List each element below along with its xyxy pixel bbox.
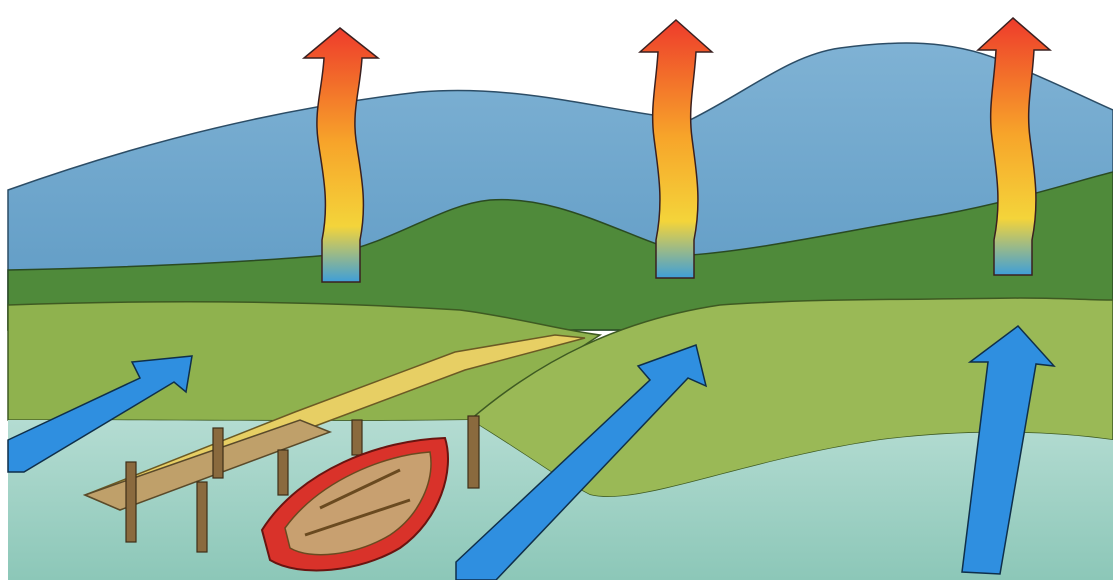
sea-breeze-illustration (0, 0, 1113, 580)
